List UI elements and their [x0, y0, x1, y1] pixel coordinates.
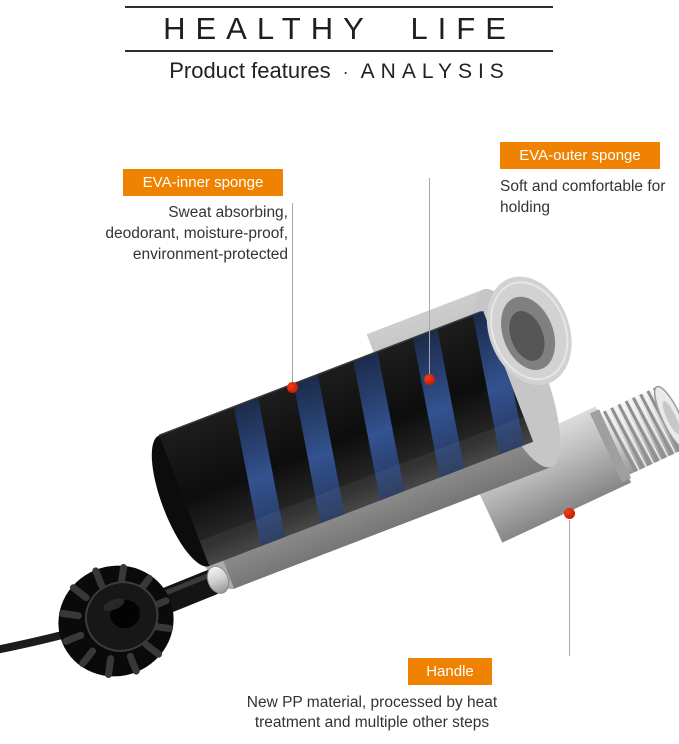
desc-line: environment-protected [132, 246, 288, 263]
page-title: HEALTHY LIFE [163, 11, 516, 46]
desc-line: holding [500, 199, 550, 216]
label-handle: Handle [408, 658, 492, 685]
desc-eva-outer-sponge: Soft and comfortable for holding [500, 176, 679, 218]
sponge-tube-cutaway [117, 276, 572, 590]
subtitle-analysis: ANALYSIS [360, 60, 510, 83]
desc-handle: New PP material, processed by heat treat… [222, 693, 522, 733]
threaded-tip [600, 385, 679, 475]
leader-line-inner-sponge [292, 203, 293, 385]
bearing-tip [206, 565, 230, 594]
desc-line: deodorant, moisture-proof, [105, 225, 288, 242]
label-eva-outer-sponge: EVA-outer sponge [500, 142, 660, 169]
desc-eva-inner-sponge: Sweat absorbing, deodorant, moisture-pro… [48, 202, 288, 265]
inner-foam [151, 311, 534, 567]
header-top-rule [125, 6, 553, 8]
handle-collar [589, 409, 632, 483]
page-subtitle: Product features · ANALYSIS [0, 58, 679, 84]
desc-line: treatment and multiple other steps [254, 714, 490, 731]
desc-line: Soft and comfortable for [500, 178, 666, 195]
subtitle-product-features: Product features [169, 58, 331, 83]
leader-line-handle [569, 520, 570, 656]
desc-line: New PP material, processed by heat [246, 694, 498, 711]
marker-dot-outer-sponge [424, 374, 435, 385]
shell-rolled-rim [486, 276, 572, 385]
handle-cylinder [466, 385, 679, 543]
marker-dot-handle [564, 508, 575, 519]
label-eva-inner-sponge: EVA-inner sponge [123, 169, 283, 196]
marker-dot-inner-sponge [287, 382, 298, 393]
desc-line: Sweat absorbing, [168, 204, 288, 221]
subtitle-separator-dot: · [342, 62, 349, 82]
foam-blue-stripes [199, 311, 534, 567]
leader-line-outer-sponge [429, 178, 430, 374]
header-bottom-rule [125, 50, 553, 52]
end-cap [58, 563, 230, 679]
